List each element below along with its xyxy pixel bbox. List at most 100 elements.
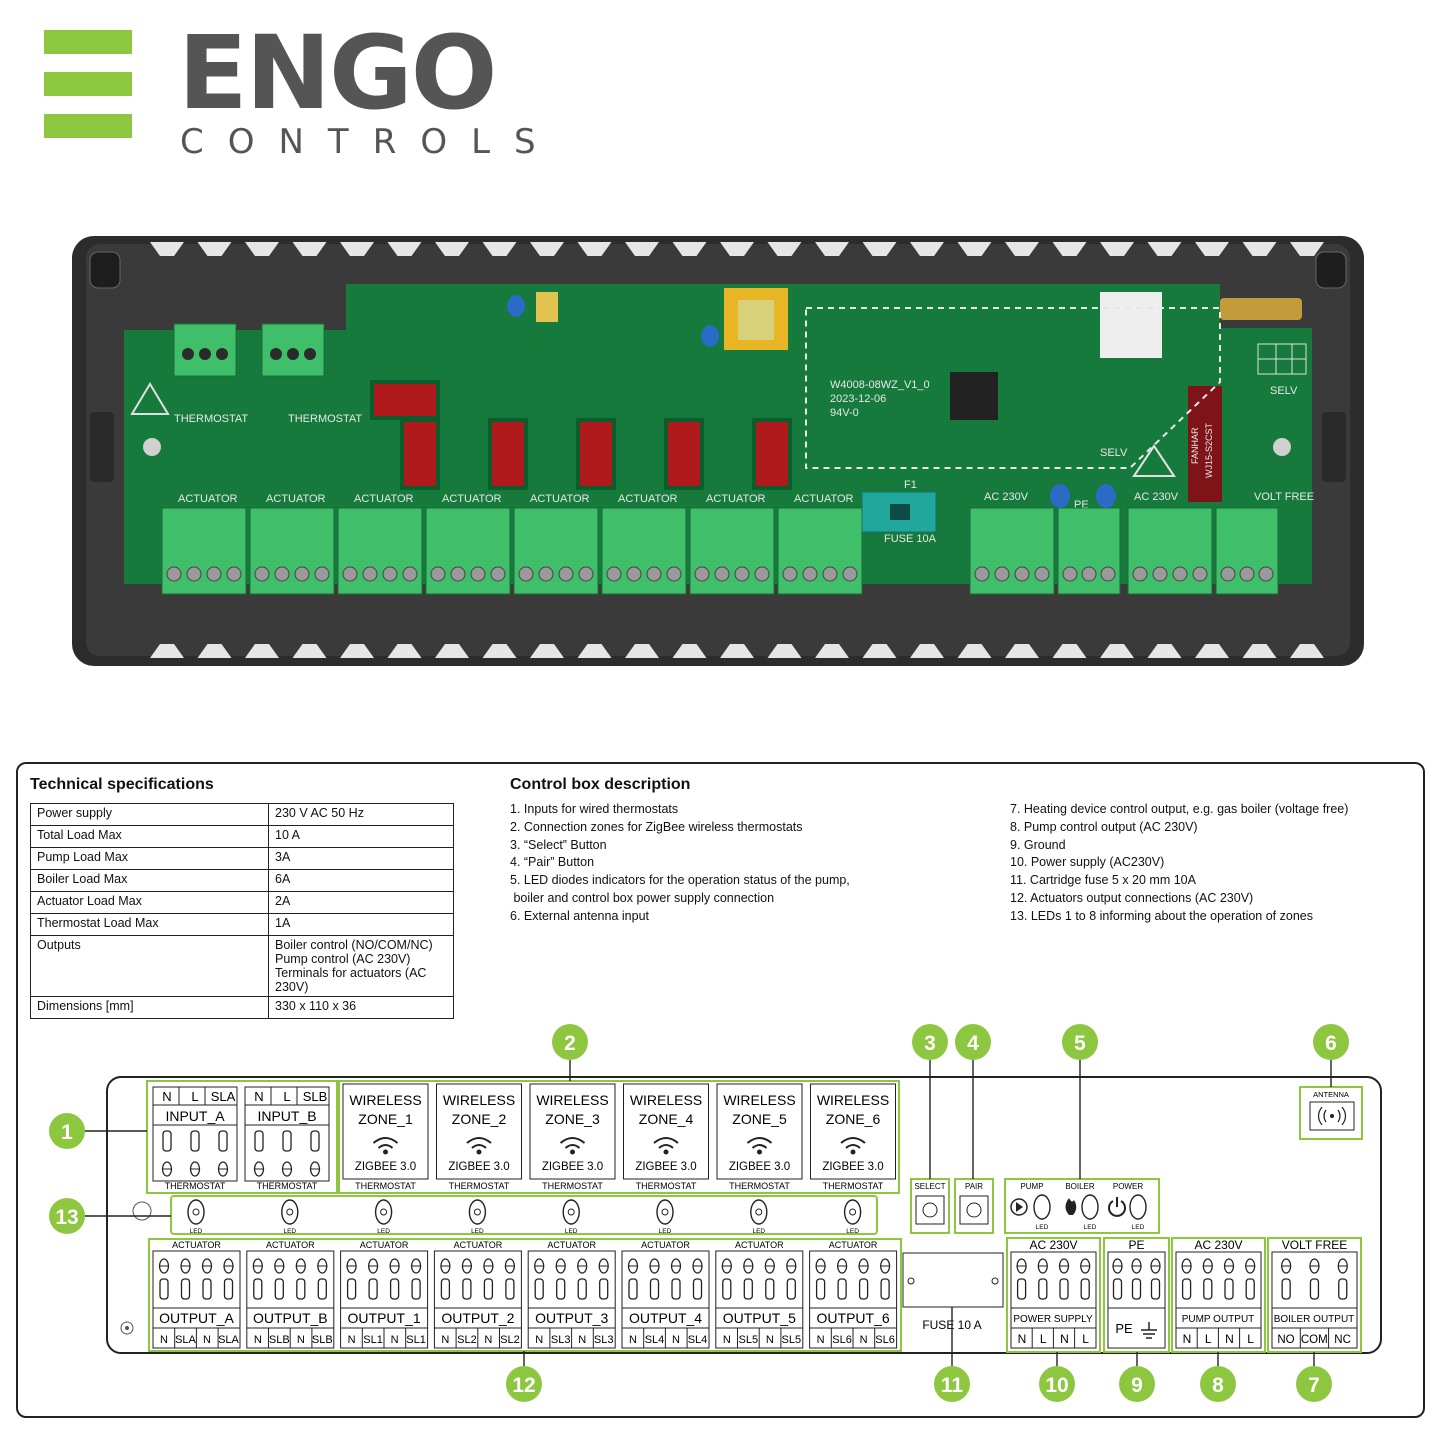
output-pin-label: N <box>484 1334 492 1346</box>
terminal-screw <box>1112 1258 1123 1274</box>
callout-marker <box>49 1198 85 1234</box>
pcb-thermostat-a: THERMOSTAT <box>174 413 248 425</box>
power-icon <box>1108 1200 1126 1217</box>
terminal-screw <box>558 566 574 582</box>
description-item: boiler and control box power supply conn… <box>510 890 775 905</box>
zone-led-label: LED <box>283 1228 296 1235</box>
housing-tooth <box>1242 242 1277 256</box>
antenna-icon <box>1330 1114 1334 1118</box>
terminal-screw <box>389 1258 400 1274</box>
output-pin-label: N <box>766 1334 774 1346</box>
housing-tooth <box>150 242 184 256</box>
terminal-screw <box>649 1258 660 1274</box>
input-name: INPUT_A <box>165 1108 225 1124</box>
wireless-zone-box <box>529 1083 616 1180</box>
terminal-screw <box>158 1258 170 1274</box>
output-actuator-label: ACTUATOR <box>266 1240 315 1250</box>
terminal-screw <box>490 566 506 582</box>
housing-tooth <box>245 644 279 658</box>
output-pin-label: N <box>723 1334 731 1346</box>
pump-top-label: AC 230V <box>1194 1238 1242 1252</box>
mount-hole <box>132 1201 152 1221</box>
housing-tooth <box>482 242 517 256</box>
description-item: 12. Actuators output connections (AC 230… <box>1010 890 1254 905</box>
select-button[interactable] <box>915 1195 945 1225</box>
housing-tooth <box>672 644 707 658</box>
output-pin-label: SL5 <box>739 1334 759 1346</box>
terminal-screw <box>734 566 750 582</box>
terminal-screw <box>402 566 418 582</box>
wifi-icon-dot <box>850 1149 856 1155</box>
callout-marker <box>955 1024 991 1060</box>
terminal-screw <box>721 1258 732 1274</box>
pair-button[interactable] <box>959 1195 989 1225</box>
pcb-actuator-label: ACTUATOR <box>178 493 238 505</box>
housing-tooth <box>435 242 469 256</box>
housing-tooth <box>815 242 849 256</box>
terminal-screw <box>815 1258 826 1274</box>
wireless-zone-name: ZONE_3 <box>545 1111 600 1127</box>
spec-title: Technical specifications <box>30 776 214 793</box>
output-terminal-slot <box>389 1278 400 1300</box>
pe-terminal-slot <box>1131 1278 1142 1300</box>
antenna-connector[interactable] <box>1309 1101 1355 1131</box>
power-terminal-slot <box>1016 1278 1027 1300</box>
callout-number: 7 <box>1308 1374 1320 1397</box>
output-pin-label: SL6 <box>875 1334 895 1346</box>
output-actuator-label: ACTUATOR <box>641 1240 690 1250</box>
pcb-relay-brand: FANHAR <box>1190 427 1200 464</box>
terminal-screw <box>836 1258 848 1274</box>
pcb-selv: SELV <box>1270 385 1298 397</box>
boiler-terminal-slot <box>1281 1278 1291 1300</box>
pe-name: PE <box>1115 1321 1133 1336</box>
terminal-screw <box>317 1258 328 1274</box>
output-terminal-slot <box>628 1278 638 1300</box>
spec-panel <box>16 762 1425 1418</box>
pcb-actuator-label: ACTUATOR <box>706 493 766 505</box>
input-block <box>244 1086 330 1182</box>
logo-word: ENGO <box>178 14 497 133</box>
wifi-icon <box>559 1137 586 1149</box>
terminal-screw <box>201 1258 213 1274</box>
terminal-screw <box>180 1258 191 1274</box>
output-terminal-slot <box>743 1278 753 1300</box>
power-name: POWER SUPPLY <box>1013 1314 1093 1325</box>
output-actuator-label: ACTUATOR <box>172 1240 221 1250</box>
zigbee-label: ZIGBEE 3.0 <box>355 1161 416 1173</box>
wireless-zone-box <box>716 1083 803 1180</box>
power-top-label: AC 230V <box>1029 1238 1077 1252</box>
terminal-screw <box>186 566 202 582</box>
housing-tooth <box>197 644 232 658</box>
power-pin-label: N <box>1018 1332 1027 1346</box>
description-item: 7. Heating device control output, e.g. g… <box>1010 802 1349 816</box>
pump-pin-label: N <box>1183 1332 1192 1346</box>
zigbee-label: ZIGBEE 3.0 <box>448 1161 509 1173</box>
description-item: 5. LED diodes indicators for the operati… <box>510 873 850 888</box>
zigbee-label: ZIGBEE 3.0 <box>542 1161 603 1173</box>
output-terminal-slot <box>599 1278 609 1300</box>
terminal-screw <box>974 566 990 582</box>
pcb-version: W4008-08WZ_V1_0 <box>830 379 930 391</box>
terminal-screw <box>692 1258 703 1274</box>
callout-marker <box>1062 1024 1098 1060</box>
wireless-zone-box <box>623 1083 709 1180</box>
pe-block <box>1107 1251 1166 1349</box>
terminal-screw <box>1245 1258 1256 1274</box>
callout-number: 5 <box>1074 1032 1086 1055</box>
housing-tooth <box>245 242 279 256</box>
zone-led-label: LED <box>565 1228 578 1235</box>
wireless-zone-box <box>810 1083 896 1180</box>
pump-icon <box>1010 1198 1028 1216</box>
terminal-screw <box>253 1161 265 1177</box>
callout-number: 13 <box>55 1206 78 1229</box>
boiler-pin-label: COM <box>1301 1334 1328 1346</box>
terminal-screw <box>1014 566 1030 582</box>
terminal-screw <box>518 566 534 582</box>
description-title: Control box description <box>510 776 691 793</box>
power-outline <box>1006 1237 1101 1353</box>
status-led-group-outline <box>1004 1178 1160 1234</box>
antenna-label: ANTENNA <box>1313 1090 1349 1099</box>
terminal-screw <box>430 566 446 582</box>
